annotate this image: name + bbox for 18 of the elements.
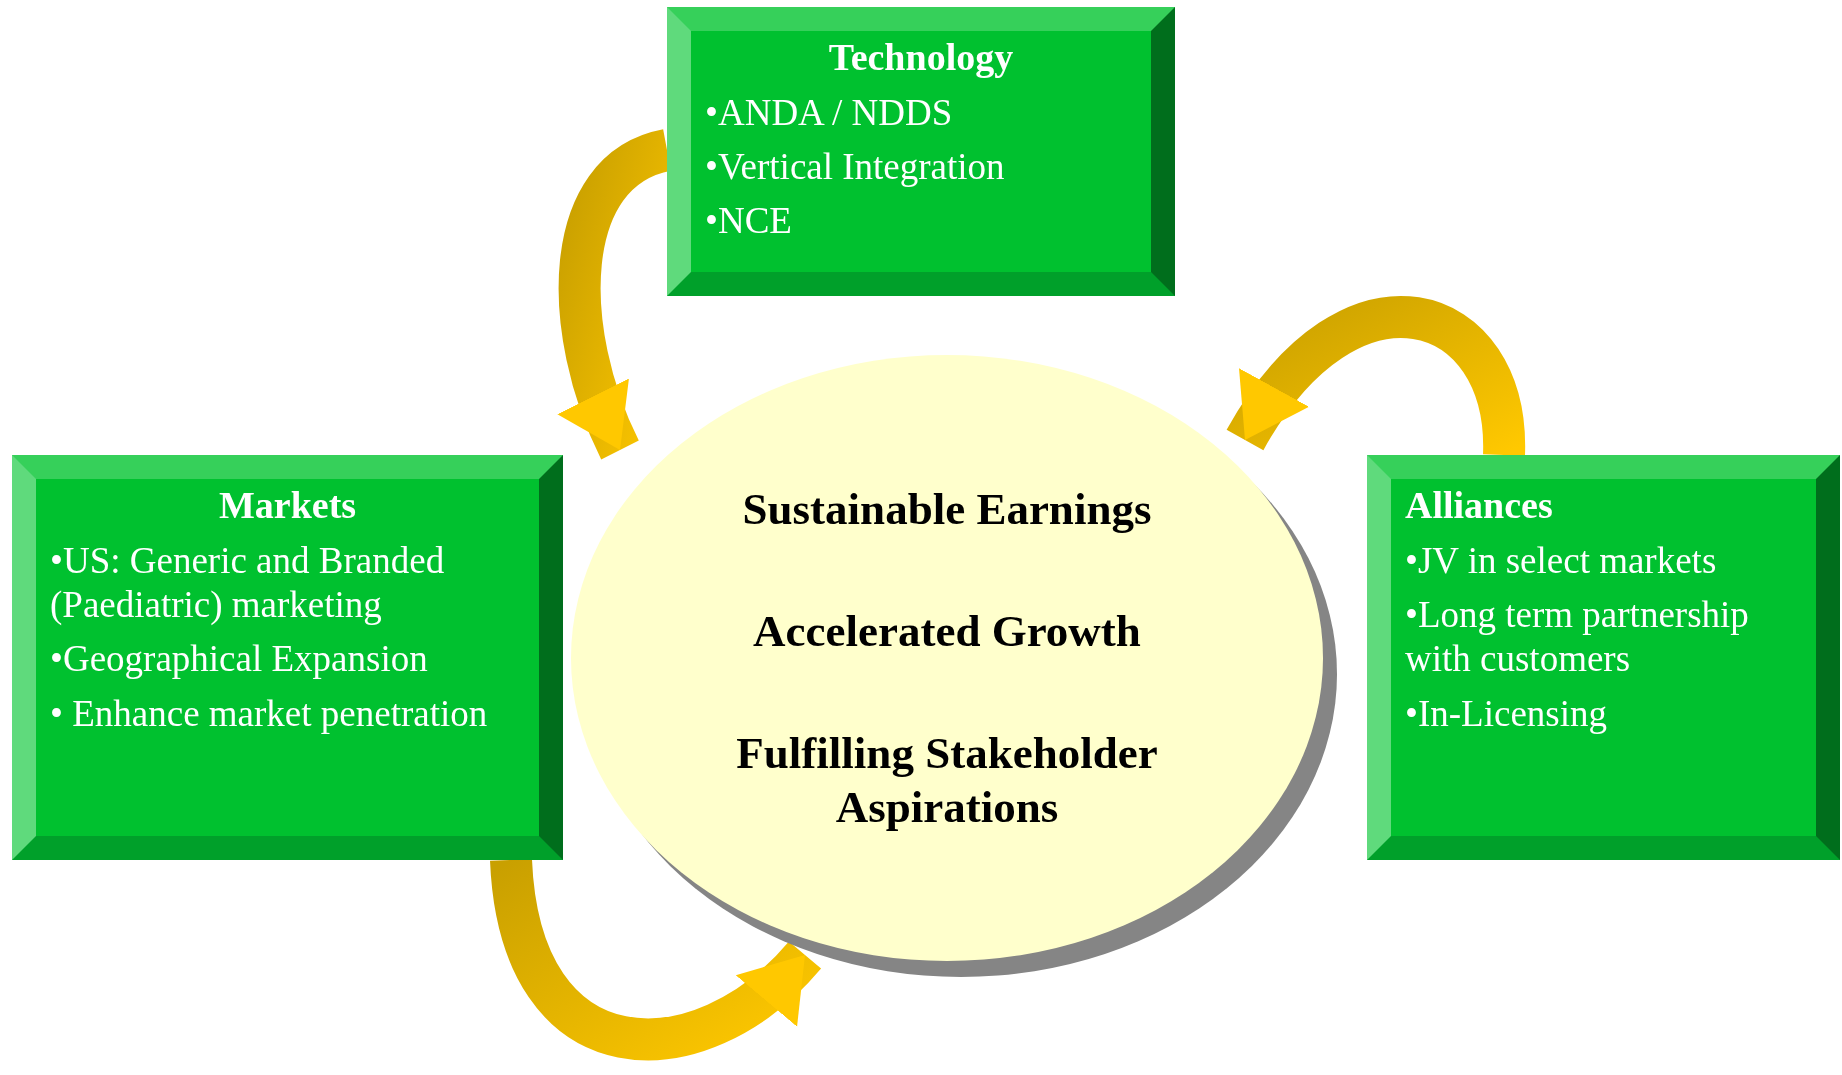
bullet-text: •Vertical Integration bbox=[705, 145, 1006, 189]
goal-text: Sustainable Earnings bbox=[742, 483, 1152, 536]
box-heading: Markets bbox=[217, 483, 358, 528]
bullet-text: •Geographical Expansion bbox=[50, 637, 429, 682]
bullet-text: •JV in select markets bbox=[1405, 538, 1718, 583]
goal-text: Fulfilling Stakeholder Aspirations bbox=[735, 727, 1159, 834]
box-heading: Technology bbox=[827, 35, 1015, 80]
bullet-text: • Enhance market penetration bbox=[50, 691, 489, 736]
box-heading: Alliances bbox=[1405, 483, 1554, 528]
strategy-box bbox=[12, 455, 563, 860]
bullet-text: •ANDA / NDDS bbox=[705, 90, 954, 135]
bullet-text: •NCE bbox=[705, 199, 793, 244]
strategy-box bbox=[1367, 455, 1840, 860]
bullet-text: •In-Licensing bbox=[1405, 691, 1608, 736]
bullet-text: •Long term partnership with customers bbox=[1405, 593, 1750, 682]
bullet-text: •US: Generic and Branded (Paediatric) marketing bbox=[50, 538, 446, 627]
strategy-box bbox=[667, 7, 1175, 296]
goal-text: Accelerated Growth bbox=[753, 605, 1141, 658]
